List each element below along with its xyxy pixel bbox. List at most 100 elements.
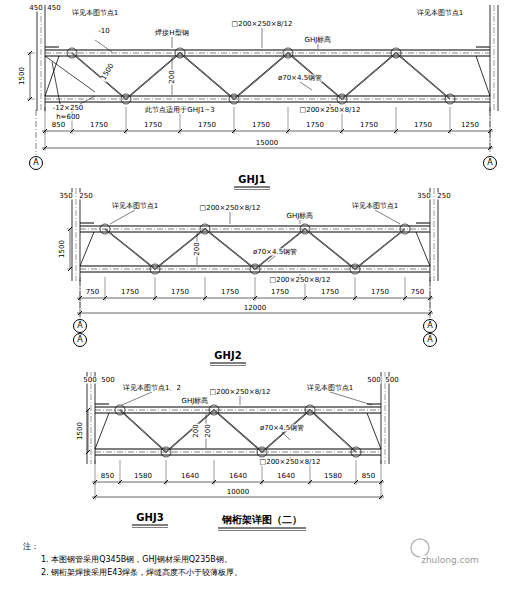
axis-letter: A xyxy=(33,159,38,167)
drawing-label: 750 xyxy=(410,289,425,296)
gusset-plate xyxy=(300,224,310,234)
axis-bubble: A xyxy=(423,319,437,333)
leader-line xyxy=(300,82,312,90)
column-centerline xyxy=(385,372,386,464)
drawing-label: □200×250×8/12 xyxy=(199,205,262,212)
leader-line xyxy=(122,392,152,405)
dimension-tick xyxy=(70,129,74,133)
gusset-plate xyxy=(115,405,125,415)
drawing-label: 200 xyxy=(194,241,201,256)
drawing-label: 750 xyxy=(85,289,100,296)
drawing-label: □200×250×8/12 xyxy=(209,389,272,396)
drawing-label: 1750 xyxy=(143,122,163,129)
drawing-label: GHJ标高 xyxy=(181,398,210,405)
leader-line xyxy=(268,256,275,262)
dimension-tick xyxy=(178,129,182,133)
gusset-plate xyxy=(250,264,260,274)
chord-centerline xyxy=(95,452,381,453)
chord-edge xyxy=(80,272,430,273)
web-tube-core xyxy=(120,410,356,452)
title-underline xyxy=(132,527,168,528)
dimension-tick xyxy=(212,480,216,484)
gusset-plate xyxy=(161,447,171,457)
end-plate xyxy=(80,223,94,224)
drawing-label: 1580 xyxy=(133,473,153,480)
title-underline xyxy=(132,524,168,525)
gusset-plate xyxy=(175,48,185,58)
axis-letter: A xyxy=(487,159,492,167)
dimension-tick xyxy=(28,51,32,55)
axis-letter: A xyxy=(77,322,82,330)
chord-edge xyxy=(45,96,490,97)
leader-line xyxy=(375,210,400,224)
drawing-label: 1750 xyxy=(305,122,325,129)
dimension-line xyxy=(42,148,493,149)
dimension-line xyxy=(92,497,384,498)
dimension-tick xyxy=(203,296,207,300)
drawing-label: 1750 xyxy=(320,289,340,296)
drawing-label: 1750 xyxy=(120,289,140,296)
gusset-plate xyxy=(257,447,267,457)
chord-centerline xyxy=(80,229,430,230)
drawing-label: 此节点适用于GHJ1~3 xyxy=(144,107,216,114)
drawing-label: 250 xyxy=(78,193,93,200)
dimension-tick xyxy=(153,296,157,300)
gusset-plate xyxy=(121,94,131,104)
drawing-label: 10000 xyxy=(226,489,250,496)
drawing-label: 1640 xyxy=(276,473,296,480)
dimension-tick xyxy=(354,480,358,484)
title-underline xyxy=(218,530,306,531)
drawing-label: □200×250×8/12 xyxy=(299,107,362,114)
leader-line xyxy=(80,96,95,104)
chord-centerline xyxy=(45,99,490,100)
drawing-label: 详见本图节点1、2 xyxy=(122,385,182,392)
column-centerline xyxy=(434,188,435,281)
drawing-label: 450 xyxy=(28,5,43,12)
chord-edge xyxy=(80,266,430,267)
dimension-tick xyxy=(353,296,357,300)
column-centerline xyxy=(76,188,77,281)
dimension-tick xyxy=(68,267,72,271)
column-edge xyxy=(498,5,499,111)
chord-edge xyxy=(95,407,381,408)
detail-lines xyxy=(36,28,490,557)
leader-line xyxy=(282,432,290,440)
gusset-plate xyxy=(229,94,239,104)
drawing-label: 1750 xyxy=(251,122,271,129)
dimension-tick xyxy=(124,129,128,133)
axis-letter: A xyxy=(77,336,82,344)
truss-title: GHJ2 xyxy=(213,351,242,361)
axis-letter: A xyxy=(427,336,432,344)
leader-line xyxy=(262,28,263,48)
end-plate xyxy=(476,47,490,48)
title-underline xyxy=(234,189,270,190)
drawing-label: 1500 xyxy=(100,62,116,83)
chord-edge xyxy=(45,50,490,51)
drawing-label: zhulong.com xyxy=(420,556,480,565)
column-centerline xyxy=(41,5,42,111)
drawing-label: 1580 xyxy=(323,473,343,480)
title-underline xyxy=(210,362,246,363)
drawing-label: 850 xyxy=(51,122,66,129)
dimension-tick xyxy=(43,146,47,150)
gusset-plate xyxy=(67,48,77,58)
dimension-tick xyxy=(86,408,90,412)
drawing-label: h=600 xyxy=(55,114,81,121)
gusset-plate xyxy=(351,447,361,457)
end-brace xyxy=(367,413,381,449)
dimension-line xyxy=(70,229,71,269)
leader-line xyxy=(230,212,231,224)
column-edge xyxy=(438,188,439,281)
drawing-label: 450 xyxy=(46,5,61,12)
end-brace xyxy=(476,56,490,96)
drawing-label: 1640 xyxy=(228,473,248,480)
column-edge xyxy=(80,188,81,281)
web-tube-core xyxy=(105,229,405,269)
axis-line xyxy=(80,280,81,318)
drawing-label: 1750 xyxy=(359,122,379,129)
chord-edge xyxy=(95,413,381,414)
leader-line xyxy=(330,392,372,405)
chord-edge xyxy=(95,455,381,456)
dimension-tick xyxy=(303,296,307,300)
